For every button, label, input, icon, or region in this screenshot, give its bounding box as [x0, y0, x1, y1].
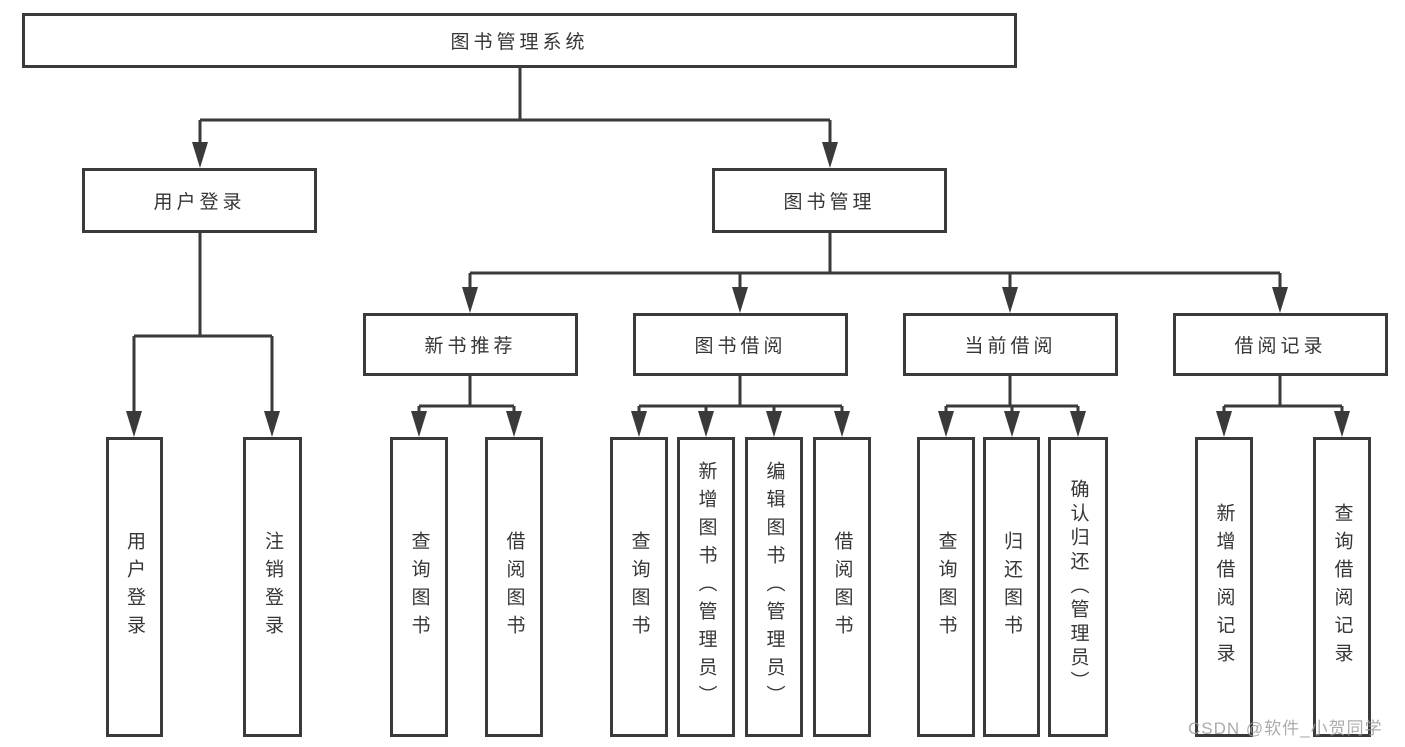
arrowhead-icon: [126, 411, 142, 437]
node-current-borrowing-label: 当前借阅: [964, 336, 1057, 357]
leaf-return-books-label: 归还图书: [1001, 531, 1022, 643]
arrowhead-icon: [1004, 411, 1020, 437]
node-borrowing-records: 借阅记录: [1173, 313, 1388, 376]
arrowhead-icon: [264, 411, 280, 437]
arrowhead-icon: [1272, 287, 1288, 313]
leaf-add-books-admin-label: 新增图书（管理员）: [695, 461, 717, 713]
node-book-borrowing: 图书借阅: [633, 313, 848, 376]
leaf-confirm-return-admin-label: 确认归还（管理员）: [1067, 479, 1089, 695]
node-new-book-recommend: 新书推荐: [363, 313, 578, 376]
arrowhead-icon: [938, 411, 954, 437]
leaf-recommend-query-books-label: 查询图书: [408, 531, 430, 643]
leaf-borrowing-borrow-books-label: 借阅图书: [831, 531, 853, 643]
arrowhead-icon: [506, 411, 522, 437]
node-user-login: 用户登录: [82, 168, 317, 233]
arrowhead-icon: [822, 142, 838, 168]
arrowhead-icon: [411, 411, 427, 437]
node-book-management-label: 图书管理: [783, 192, 876, 213]
leaf-recommend-borrow-books: 借阅图书: [485, 437, 543, 737]
node-root-label: 图书管理系统: [450, 32, 589, 53]
watermark: CSDN @软件_小贺同学: [1188, 719, 1383, 738]
node-user-login-label: 用户登录: [153, 192, 246, 213]
leaf-current-query-books-label: 查询图书: [935, 531, 957, 643]
node-book-management: 图书管理: [712, 168, 947, 233]
arrowhead-icon: [631, 411, 647, 437]
leaf-borrowing-query-books: 查询图书: [610, 437, 668, 737]
arrowhead-icon: [1334, 411, 1350, 437]
node-new-book-recommend-label: 新书推荐: [424, 336, 517, 357]
arrowhead-icon: [1070, 411, 1086, 437]
arrowhead-icon: [1002, 287, 1018, 313]
leaf-user-login-label: 用户登录: [124, 531, 145, 643]
leaf-recommend-borrow-books-label: 借阅图书: [503, 531, 525, 643]
leaf-edit-books-admin: 编辑图书（管理员）: [745, 437, 803, 737]
leaf-recommend-query-books: 查询图书: [390, 437, 448, 737]
leaf-add-borrow-record: 新增借阅记录: [1195, 437, 1253, 737]
leaf-return-books: 归还图书: [983, 437, 1040, 737]
leaf-query-borrow-record: 查询借阅记录: [1313, 437, 1371, 737]
node-book-borrowing-label: 图书借阅: [694, 336, 787, 357]
node-root: 图书管理系统: [22, 13, 1017, 68]
leaf-add-books-admin: 新增图书（管理员）: [677, 437, 735, 737]
arrowhead-icon: [1216, 411, 1232, 437]
leaf-borrowing-borrow-books: 借阅图书: [813, 437, 871, 737]
leaf-user-login: 用户登录: [106, 437, 163, 737]
arrowhead-icon: [766, 411, 782, 437]
leaf-query-borrow-record-label: 查询借阅记录: [1331, 503, 1353, 671]
node-borrowing-records-label: 借阅记录: [1234, 336, 1327, 357]
leaf-current-query-books: 查询图书: [917, 437, 975, 737]
leaf-borrowing-query-books-label: 查询图书: [628, 531, 650, 643]
leaf-logout-label: 注销登录: [262, 531, 283, 643]
arrowhead-icon: [834, 411, 850, 437]
leaf-add-borrow-record-label: 新增借阅记录: [1213, 503, 1235, 671]
leaf-confirm-return-admin: 确认归还（管理员）: [1048, 437, 1108, 737]
leaf-logout: 注销登录: [243, 437, 302, 737]
arrowhead-icon: [462, 287, 478, 313]
arrowhead-icon: [698, 411, 714, 437]
node-current-borrowing: 当前借阅: [903, 313, 1118, 376]
leaf-edit-books-admin-label: 编辑图书（管理员）: [763, 461, 785, 713]
arrowhead-icon: [732, 287, 748, 313]
arrowhead-icon: [192, 142, 208, 168]
